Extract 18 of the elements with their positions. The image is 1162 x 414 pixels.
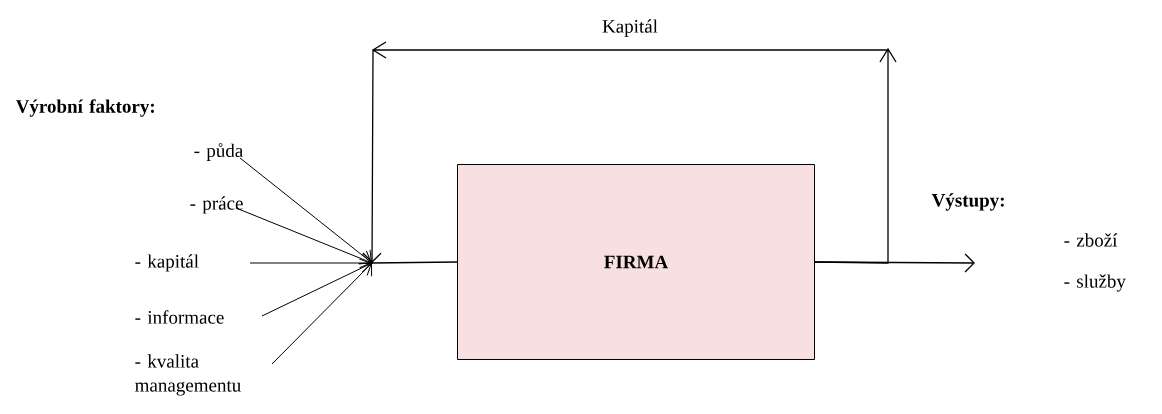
arrow (271, 263, 373, 365)
heading: Výrobní faktory: (15, 99, 154, 117)
factor-label: - kapitál (135, 254, 199, 272)
factor-label: - informace (135, 310, 224, 324)
factor-label: - půda (194, 143, 243, 161)
heading: Výstupy: (931, 193, 1004, 211)
factor-label: - kvalita managementu (135, 354, 241, 396)
feedback-arrow (362, 41, 897, 264)
output-label: - služby (1064, 274, 1126, 292)
factor-label: - práce (190, 196, 243, 214)
arrow (239, 157, 372, 265)
edge-label: Kapitál (601, 18, 659, 38)
arrow (261, 258, 372, 317)
arrow (249, 253, 372, 273)
output-label: - zboží (1064, 233, 1118, 247)
line (371, 261, 458, 264)
arrow (235, 207, 372, 269)
process-box: FIRMA (457, 164, 815, 360)
